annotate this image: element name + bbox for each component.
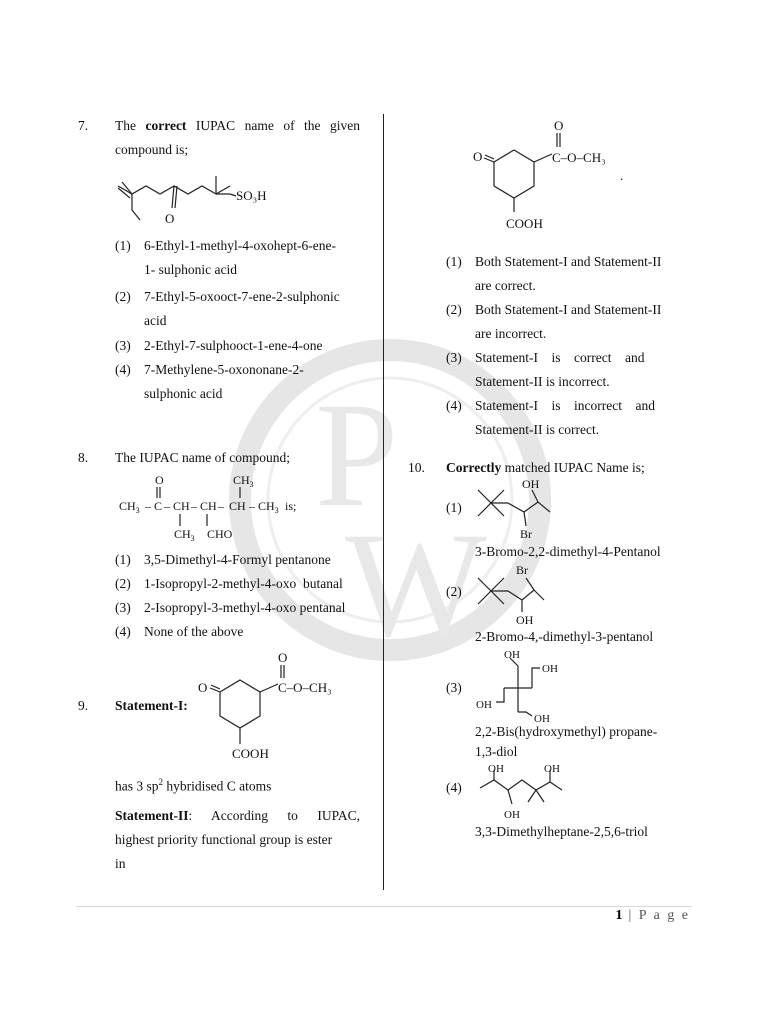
footer-divider <box>76 906 692 907</box>
svg-text:C–O–CH₃: C–O–CH₃ <box>278 680 332 695</box>
svg-text:CH3: CH3 <box>119 499 140 515</box>
option-3-name: 2,2-Bis(hydroxymethyl) propane- <box>475 724 658 739</box>
svg-text:Br: Br <box>516 563 528 577</box>
svg-text:O: O <box>278 650 287 665</box>
svg-text:CH: CH <box>200 499 217 513</box>
statement-1-text: has 3 sp2 hybridised C atoms <box>115 777 272 794</box>
svg-text:OH: OH <box>516 613 534 626</box>
svg-text:CH3: CH3 <box>174 527 195 542</box>
statement-1-label: Statement-I: <box>115 698 188 713</box>
option-1-name: 3-Bromo-2,2-dimethyl-4-Pentanol <box>475 544 661 559</box>
q10-opt2-structure: Br OH <box>477 563 545 626</box>
question-stem: Correctly matched IUPAC Name is; <box>446 460 645 475</box>
question-number: 8. <box>78 450 89 465</box>
svg-text:CH3: CH3 <box>258 499 279 515</box>
svg-text:COOH: COOH <box>232 746 269 761</box>
svg-text:SO₃H: SO₃H <box>236 188 267 203</box>
svg-text:OH: OH <box>534 713 550 724</box>
svg-text:O: O <box>165 211 174 226</box>
svg-text:Br: Br <box>520 527 532 540</box>
question-number: 9. <box>78 698 89 713</box>
option-3-name-line2: 1,3-diol <box>475 744 518 759</box>
svg-text:C–O–CH₃: C–O–CH₃ <box>552 150 606 165</box>
svg-text:OH: OH <box>544 763 560 775</box>
svg-text:OH: OH <box>488 763 504 775</box>
svg-text:–: – <box>190 499 198 513</box>
q7-structure: SO₃H O <box>117 176 267 226</box>
q9-structure-left: O C–O–CH₃ O COOH <box>198 650 332 761</box>
page-label: | P a g e <box>628 908 690 923</box>
svg-text:OH: OH <box>542 663 558 675</box>
question-stem: The IUPAC name of compound; <box>115 450 290 465</box>
column-divider <box>383 114 384 890</box>
watermark-w: W <box>345 502 487 665</box>
question-stem: The correct IUPAC name of the given comp… <box>115 118 361 157</box>
svg-text:is;: is; <box>285 499 296 513</box>
svg-text:O: O <box>554 118 563 133</box>
question-number: 7. <box>78 118 89 133</box>
svg-text:OH: OH <box>504 649 520 661</box>
option-2-name: 2-Bromo-4,-dimethyl-3-pentanol <box>475 629 654 644</box>
q8-formula: O CH3 CH3 – C – CH – CH – CH – CH3 is; C… <box>119 473 296 542</box>
svg-text:–: – <box>217 499 225 513</box>
svg-text:C: C <box>154 499 162 513</box>
q10-opt4-structure: OH OH OH <box>479 763 563 821</box>
q10-opt1-structure: OH Br <box>477 477 551 540</box>
svg-text:COOH: COOH <box>506 216 543 231</box>
svg-text:CHO: CHO <box>207 527 233 541</box>
svg-text:OH: OH <box>522 477 540 491</box>
svg-text:OH: OH <box>504 809 520 821</box>
svg-text:CH: CH <box>229 499 246 513</box>
page-footer: 1 | P a g e <box>616 908 691 924</box>
watermark-p: P <box>315 372 398 538</box>
option-4-name: 3,3-Dimethylheptane-2,5,6-triol <box>475 824 648 839</box>
svg-text:O: O <box>155 473 164 487</box>
svg-text:OH: OH <box>476 699 492 711</box>
svg-text:–: – <box>144 499 152 513</box>
q10-opt3-structure: OH OH OH OH <box>476 649 558 724</box>
question-number: 10. <box>408 460 425 475</box>
svg-text:.: . <box>620 168 623 183</box>
svg-text:O: O <box>473 149 482 164</box>
svg-text:–: – <box>248 499 256 513</box>
svg-text:O: O <box>198 680 207 695</box>
svg-text:CH: CH <box>173 499 190 513</box>
statement-2: Statement-II: According to IUPAC, highes… <box>115 808 360 871</box>
svg-text:CH3: CH3 <box>233 473 254 489</box>
page-number: 1 <box>615 908 623 923</box>
pw-watermark: P W <box>229 339 551 665</box>
svg-text:–: – <box>163 499 171 513</box>
q9-structure-right: O C–O–CH₃ O COOH . <box>473 118 623 231</box>
